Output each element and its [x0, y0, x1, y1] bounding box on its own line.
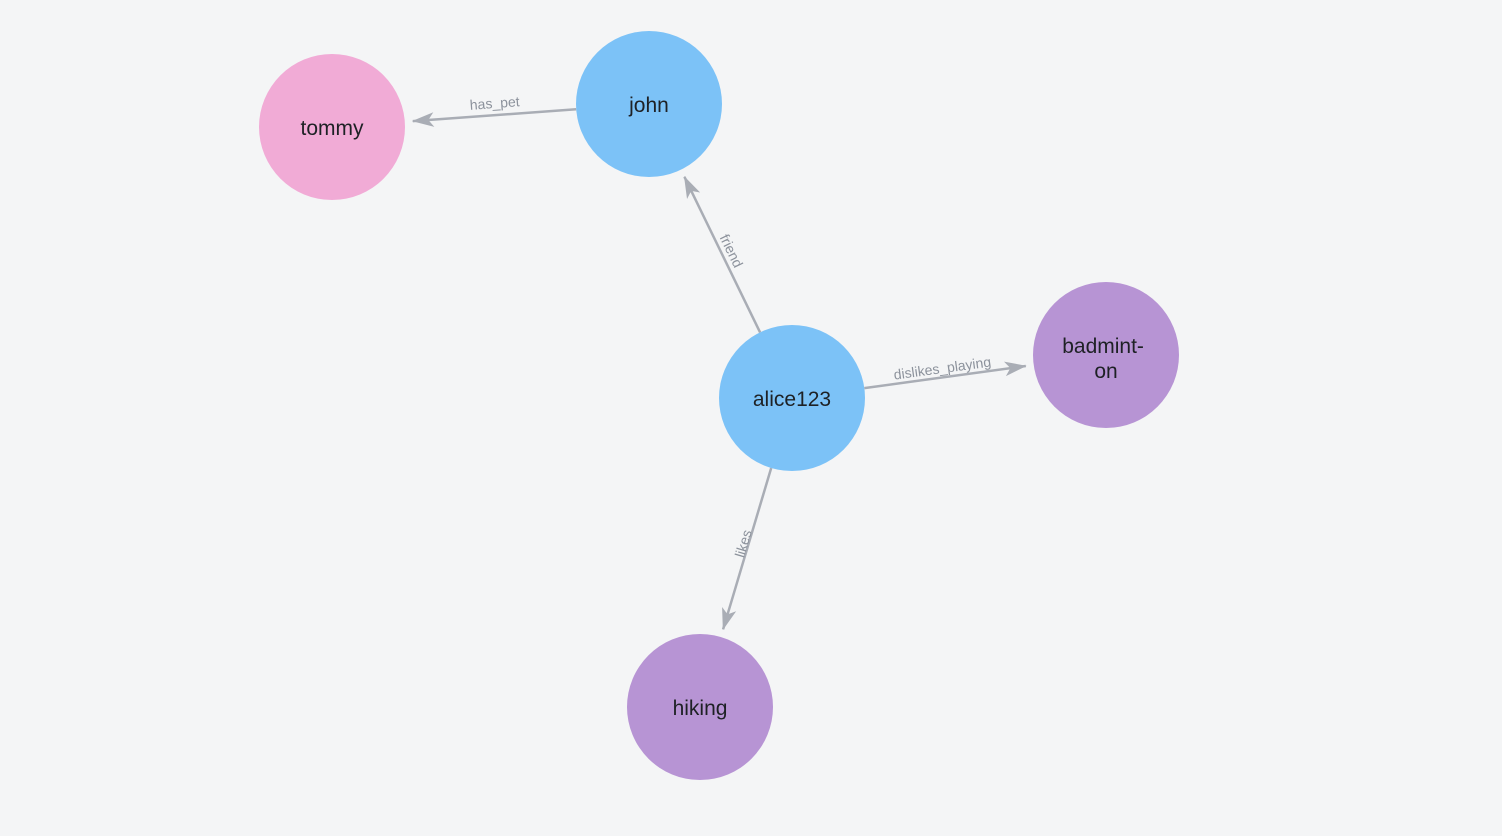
node-group: tommy john alice123 badmint- on hiking: [259, 31, 1179, 780]
node-alice123[interactable]: alice123: [719, 325, 865, 471]
node-tommy-circle: [259, 54, 405, 200]
edge-john-tommy[interactable]: [411, 108, 577, 127]
node-tommy[interactable]: tommy: [259, 54, 405, 200]
node-badminton-label: badmint- on: [1062, 335, 1150, 383]
node-badminton-label-line2: on: [1094, 360, 1117, 383]
edge-alice-hiking[interactable]: [721, 467, 773, 631]
node-badminton-circle: [1033, 282, 1179, 428]
node-tommy-label: tommy: [301, 117, 365, 140]
node-badminton-label-line1: badmint-: [1062, 335, 1144, 358]
node-badminton[interactable]: badmint- on: [1033, 282, 1179, 428]
node-john-circle: [576, 31, 722, 177]
node-hiking-label: hiking: [673, 697, 728, 720]
node-john-label: john: [628, 94, 669, 117]
node-alice123-circle: [719, 325, 865, 471]
edge-alice-badminton[interactable]: [864, 361, 1027, 390]
edge-label-has-pet: has_pet: [469, 93, 520, 113]
node-alice123-label: alice123: [753, 388, 831, 411]
node-hiking-circle: [627, 634, 773, 780]
edge-label-likes: likes: [732, 528, 755, 559]
edge-alice-john[interactable]: [683, 175, 762, 333]
node-john[interactable]: john: [576, 31, 722, 177]
node-hiking[interactable]: hiking: [627, 634, 773, 780]
edge-group: has_pet friend dislikes_playing likes: [411, 93, 1027, 631]
